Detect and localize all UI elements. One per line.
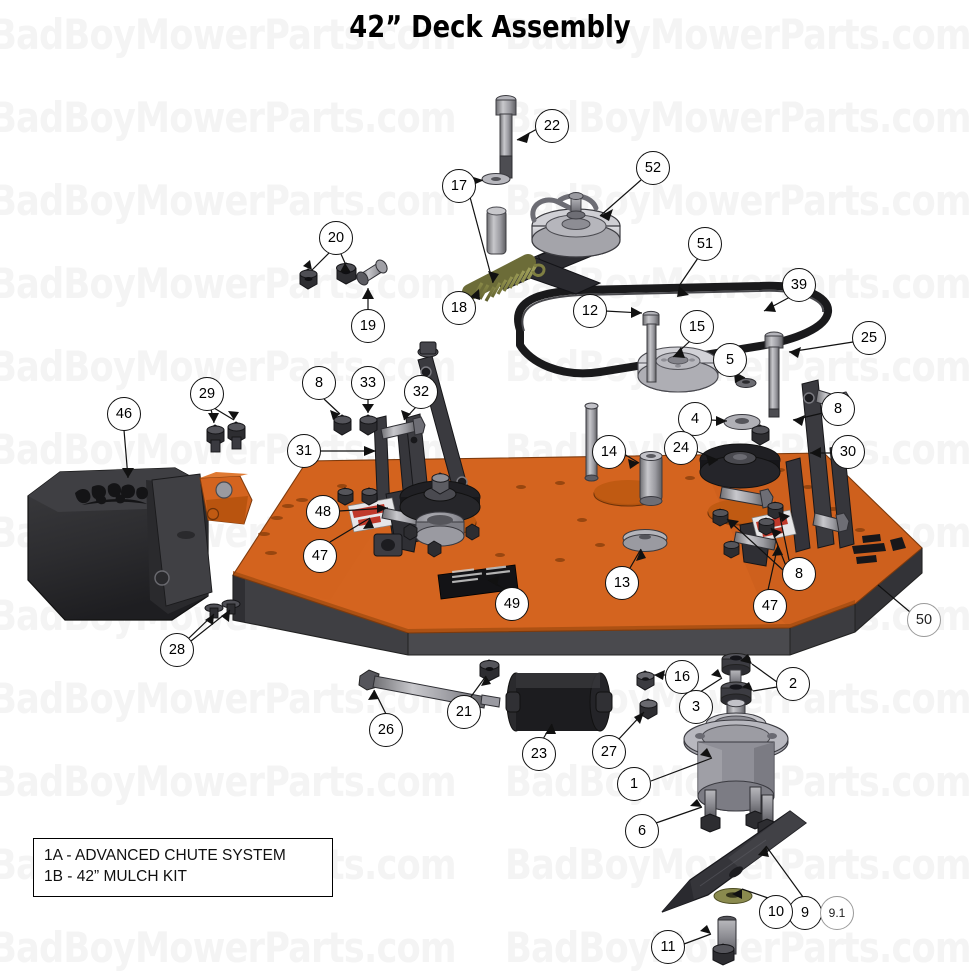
idler-pulley-15 <box>637 346 719 393</box>
callout-bubble-1[interactable]: 1 <box>617 767 651 801</box>
callout-bubble-8a[interactable]: 8 <box>302 366 336 400</box>
idler-pulley-assembly <box>486 192 621 295</box>
washer-13 <box>622 529 668 552</box>
spacer-19 <box>356 259 388 286</box>
deck-right-decal <box>852 534 906 564</box>
callout-bubble-26[interactable]: 26 <box>369 713 403 747</box>
legend-box: 1A - ADVANCED CHUTE SYSTEM 1B - 42” MULC… <box>33 838 333 897</box>
callout-bubble-47b[interactable]: 47 <box>753 589 787 623</box>
legend-line-1a: 1A - ADVANCED CHUTE SYSTEM <box>44 847 286 864</box>
callout-bubble-11[interactable]: 11 <box>651 930 685 964</box>
callout-bubble-39[interactable]: 39 <box>782 268 816 302</box>
callout-bubble-23[interactable]: 23 <box>522 737 556 771</box>
right-spindle-pulley <box>699 443 781 509</box>
bolt-25 <box>764 331 784 418</box>
drive-belt <box>514 281 832 378</box>
bolt-22 <box>495 95 517 179</box>
washer-17 <box>481 173 511 185</box>
callout-bubble-47a[interactable]: 47 <box>303 539 337 573</box>
washer-5 <box>735 378 757 388</box>
bad-boy-logo <box>75 483 148 505</box>
callout-bubble-33[interactable]: 33 <box>351 366 385 400</box>
mower-blade-9 <box>661 810 808 913</box>
callout-bubble-12[interactable]: 12 <box>573 294 607 328</box>
washer-10 <box>713 888 753 904</box>
nut-21 <box>479 659 500 682</box>
callout-bubble-8b[interactable]: 8 <box>821 392 855 426</box>
callout-bubble-51[interactable]: 51 <box>688 227 722 261</box>
callout-bubble-3[interactable]: 3 <box>679 690 713 724</box>
hardware-29 <box>206 421 246 453</box>
callout-bubble-49[interactable]: 49 <box>495 587 529 621</box>
callout-bubble-25[interactable]: 25 <box>852 321 886 355</box>
callout-bubble-30[interactable]: 30 <box>831 435 865 469</box>
callout-bubble-27[interactable]: 27 <box>592 735 626 769</box>
right-bracket-decal-group <box>712 501 797 567</box>
callout-bubble-5[interactable]: 5 <box>713 343 747 377</box>
callout-bubble-31[interactable]: 31 <box>287 434 321 468</box>
callout-bubble-9[interactable]: 9 <box>788 896 822 930</box>
callout-bubble-46[interactable]: 46 <box>107 397 141 431</box>
callout-bubble-21[interactable]: 21 <box>447 695 481 729</box>
callout-bubble-8c[interactable]: 8 <box>782 557 816 591</box>
discharge-chute-assembly <box>27 467 253 621</box>
callout-bubble-18[interactable]: 18 <box>442 291 476 325</box>
callout-bubble-4[interactable]: 4 <box>678 402 712 436</box>
callout-bubble-50[interactable]: 50 <box>907 603 941 637</box>
left-spindle-pulley <box>399 472 481 558</box>
callout-bubble-16[interactable]: 16 <box>665 660 699 694</box>
hardware-16 <box>636 670 655 691</box>
legend-line-1b: 1B - 42” MULCH KIT <box>44 867 187 885</box>
callout-bubble-20[interactable]: 20 <box>319 221 353 255</box>
callout-bubble-13[interactable]: 13 <box>605 566 639 600</box>
callout-bubble-9.1[interactable]: 9.1 <box>820 896 854 930</box>
page-title: 42” Deck Assembly <box>349 10 631 45</box>
callout-bubble-32[interactable]: 32 <box>404 375 438 409</box>
callout-bubble-28[interactable]: 28 <box>160 633 194 667</box>
bolt-39-mount <box>642 310 660 383</box>
callout-bubble-17[interactable]: 17 <box>442 169 476 203</box>
anti-scalp-roller-23 <box>505 672 613 732</box>
callout-bubble-52[interactable]: 52 <box>636 151 670 185</box>
spacer-14 <box>639 451 663 506</box>
callout-bubble-2[interactable]: 2 <box>776 667 810 701</box>
callout-bubble-19[interactable]: 19 <box>351 309 385 343</box>
callout-bubble-24[interactable]: 24 <box>664 431 698 465</box>
callout-bubble-15[interactable]: 15 <box>680 310 714 344</box>
bolt-11 <box>712 915 737 966</box>
callout-bubble-14[interactable]: 14 <box>592 435 626 469</box>
callout-bubble-48[interactable]: 48 <box>306 495 340 529</box>
callout-bubble-22[interactable]: 22 <box>535 109 569 143</box>
callout-bubble-6[interactable]: 6 <box>625 814 659 848</box>
hardware-28 <box>204 599 241 619</box>
deck-warning-decal <box>437 564 519 600</box>
callout-bubble-10[interactable]: 10 <box>759 895 793 929</box>
callout-bubble-29[interactable]: 29 <box>190 377 224 411</box>
